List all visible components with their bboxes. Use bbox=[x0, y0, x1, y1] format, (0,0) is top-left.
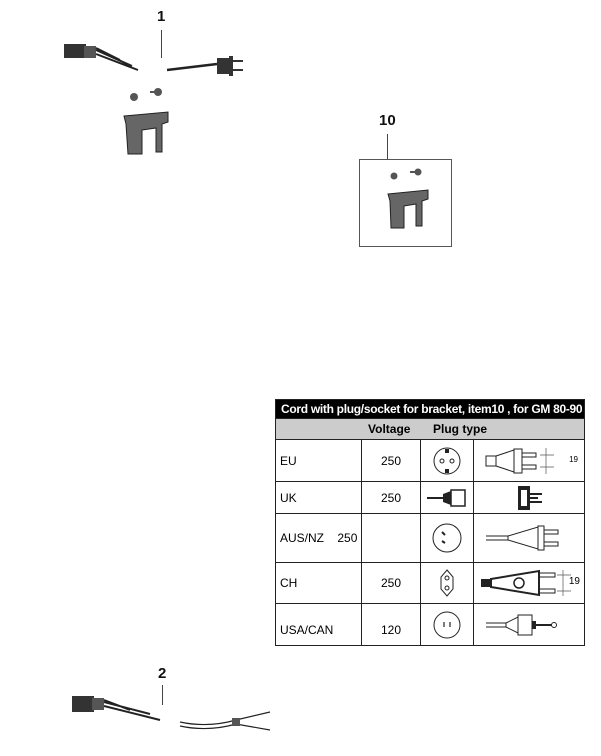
callout-item-10: 10 bbox=[379, 112, 396, 129]
table-header-row: Voltage Plug type bbox=[276, 418, 584, 439]
plug-ch-icon: 19 bbox=[474, 563, 584, 603]
item-10-kit-box bbox=[359, 159, 452, 247]
voltage-cell: 250 bbox=[362, 482, 421, 513]
leader-line bbox=[161, 30, 162, 58]
socket-aus-icon bbox=[421, 514, 474, 562]
open-cord-end-illustration bbox=[179, 711, 271, 731]
voltage-cell: 120 bbox=[362, 604, 421, 645]
table-row: CH 250 19 bbox=[276, 562, 584, 603]
screws-illustration bbox=[130, 88, 162, 101]
socket-ch-icon bbox=[421, 563, 474, 603]
leader-line bbox=[387, 134, 388, 159]
table-row: AUS/NZ 250 bbox=[276, 513, 584, 562]
plug-uk-front-icon bbox=[474, 482, 584, 513]
callout-item-1: 1 bbox=[157, 8, 166, 25]
euro-plug-cord-illustration bbox=[166, 56, 243, 76]
callout-item-2: 2 bbox=[158, 665, 167, 682]
table-row: EU 250 19 bbox=[276, 439, 584, 481]
bracket-illustration bbox=[123, 111, 169, 155]
voltage-cell: 250 bbox=[362, 563, 421, 603]
header-plug-type: Plug type bbox=[433, 422, 488, 436]
plug-eu-icon: 19 bbox=[474, 440, 584, 481]
voltage-cell: 250 bbox=[362, 440, 421, 481]
region-cell: CH bbox=[276, 563, 362, 603]
plug-type-table: Cord with plug/socket for bracket, item1… bbox=[275, 399, 601, 646]
iec-connector-cord-illustration bbox=[72, 696, 161, 721]
leader-line bbox=[162, 685, 163, 705]
header-voltage: Voltage bbox=[368, 422, 411, 436]
table-title: Cord with plug/socket for bracket, item1… bbox=[276, 400, 601, 418]
dimension-label: 19 bbox=[568, 576, 580, 587]
plug-aus-icon bbox=[474, 514, 584, 562]
table-row: UK 250 bbox=[276, 481, 584, 513]
bracket-illustration bbox=[387, 189, 429, 229]
region-cell: USA/CAN bbox=[276, 604, 362, 645]
socket-usa-icon bbox=[421, 604, 474, 645]
plug-usa-icon bbox=[474, 604, 584, 645]
screws-illustration bbox=[390, 168, 422, 180]
dimension-label: 19 bbox=[569, 455, 578, 464]
table-row: USA/CAN 120 bbox=[276, 603, 584, 645]
region-cell: AUS/NZ 250 bbox=[276, 514, 362, 562]
region-cell: EU bbox=[276, 440, 362, 481]
plug-uk-side-icon bbox=[421, 482, 474, 513]
voltage-cell bbox=[362, 514, 421, 562]
iec-connector-cord-illustration bbox=[64, 44, 139, 71]
socket-eu-icon bbox=[421, 440, 474, 481]
region-cell: UK bbox=[276, 482, 362, 513]
